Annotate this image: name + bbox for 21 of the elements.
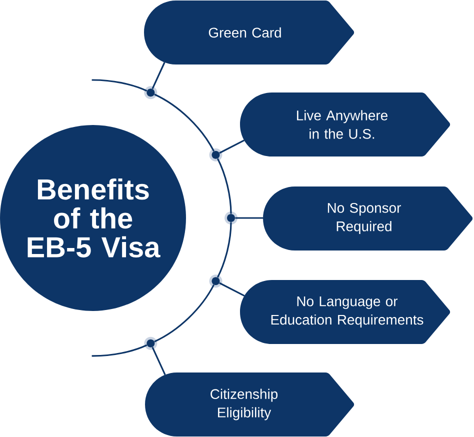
arc-line — [154, 284, 215, 342]
arrow-box: No Sponsor Required — [263, 186, 473, 250]
connector-dot — [144, 336, 158, 350]
connector-line — [219, 140, 245, 154]
arc-line — [154, 94, 215, 152]
connector-line — [235, 217, 263, 219]
arc-line — [216, 222, 232, 278]
connector-line — [152, 346, 166, 376]
arrow-box: Green Card — [144, 0, 354, 64]
arrow-box: No Language or Education Requirements — [240, 280, 450, 344]
arrow-box: Live Anywhere in the U.S. — [240, 92, 450, 156]
arc-line — [92, 79, 148, 92]
connector-line — [219, 282, 245, 297]
connector-dot — [209, 274, 222, 288]
arc-line — [216, 158, 232, 214]
connector-line — [152, 62, 166, 90]
arc-line — [92, 344, 148, 357]
connector-dot — [144, 86, 158, 100]
connector-dot — [209, 148, 222, 162]
connector-dot — [224, 212, 238, 224]
arrow-box: Citizenship Eligibility — [145, 372, 354, 436]
